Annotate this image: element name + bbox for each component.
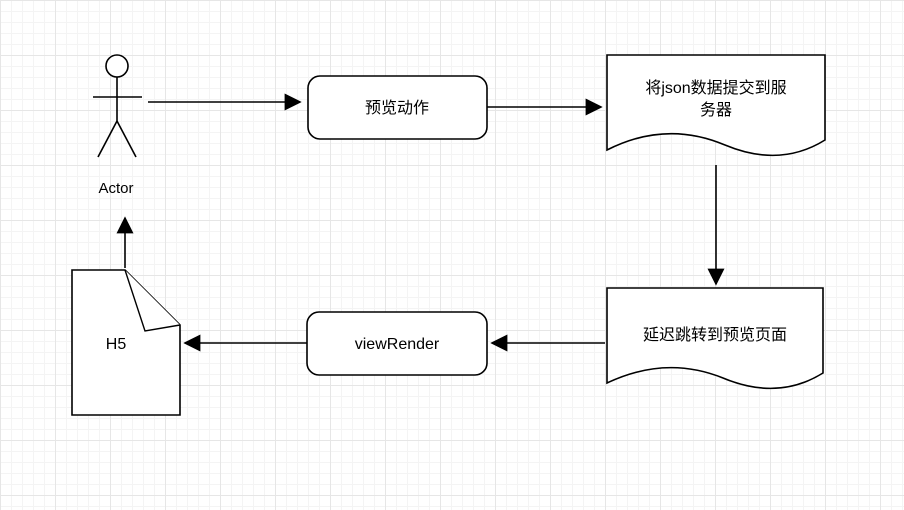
h5-node[interactable]: H5 (71, 269, 181, 416)
submit-json-label-line1: 将json数据提交到服 (645, 79, 786, 97)
actor-left-leg (97, 120, 118, 158)
h5-fold-corner (124, 269, 181, 332)
preview-action-node[interactable]: 预览动作 (307, 75, 488, 140)
h5-label: H5 (106, 336, 127, 353)
delay-redirect-node[interactable]: 延迟跳转到预览页面 (606, 287, 824, 390)
view-render-node[interactable]: viewRender (306, 311, 488, 376)
delay-redirect-label: 延迟跳转到预览页面 (643, 326, 787, 344)
actor-right-leg (116, 120, 137, 158)
actor-head (105, 54, 129, 78)
preview-action-label: 预览动作 (365, 99, 429, 117)
actor-label: Actor (98, 180, 133, 197)
submit-json-node[interactable]: 将json数据提交到服 务器 (606, 54, 826, 157)
submit-json-label-line2: 务器 (700, 101, 732, 119)
actor-node[interactable]: Actor (93, 54, 142, 197)
view-render-label: viewRender (355, 336, 440, 353)
